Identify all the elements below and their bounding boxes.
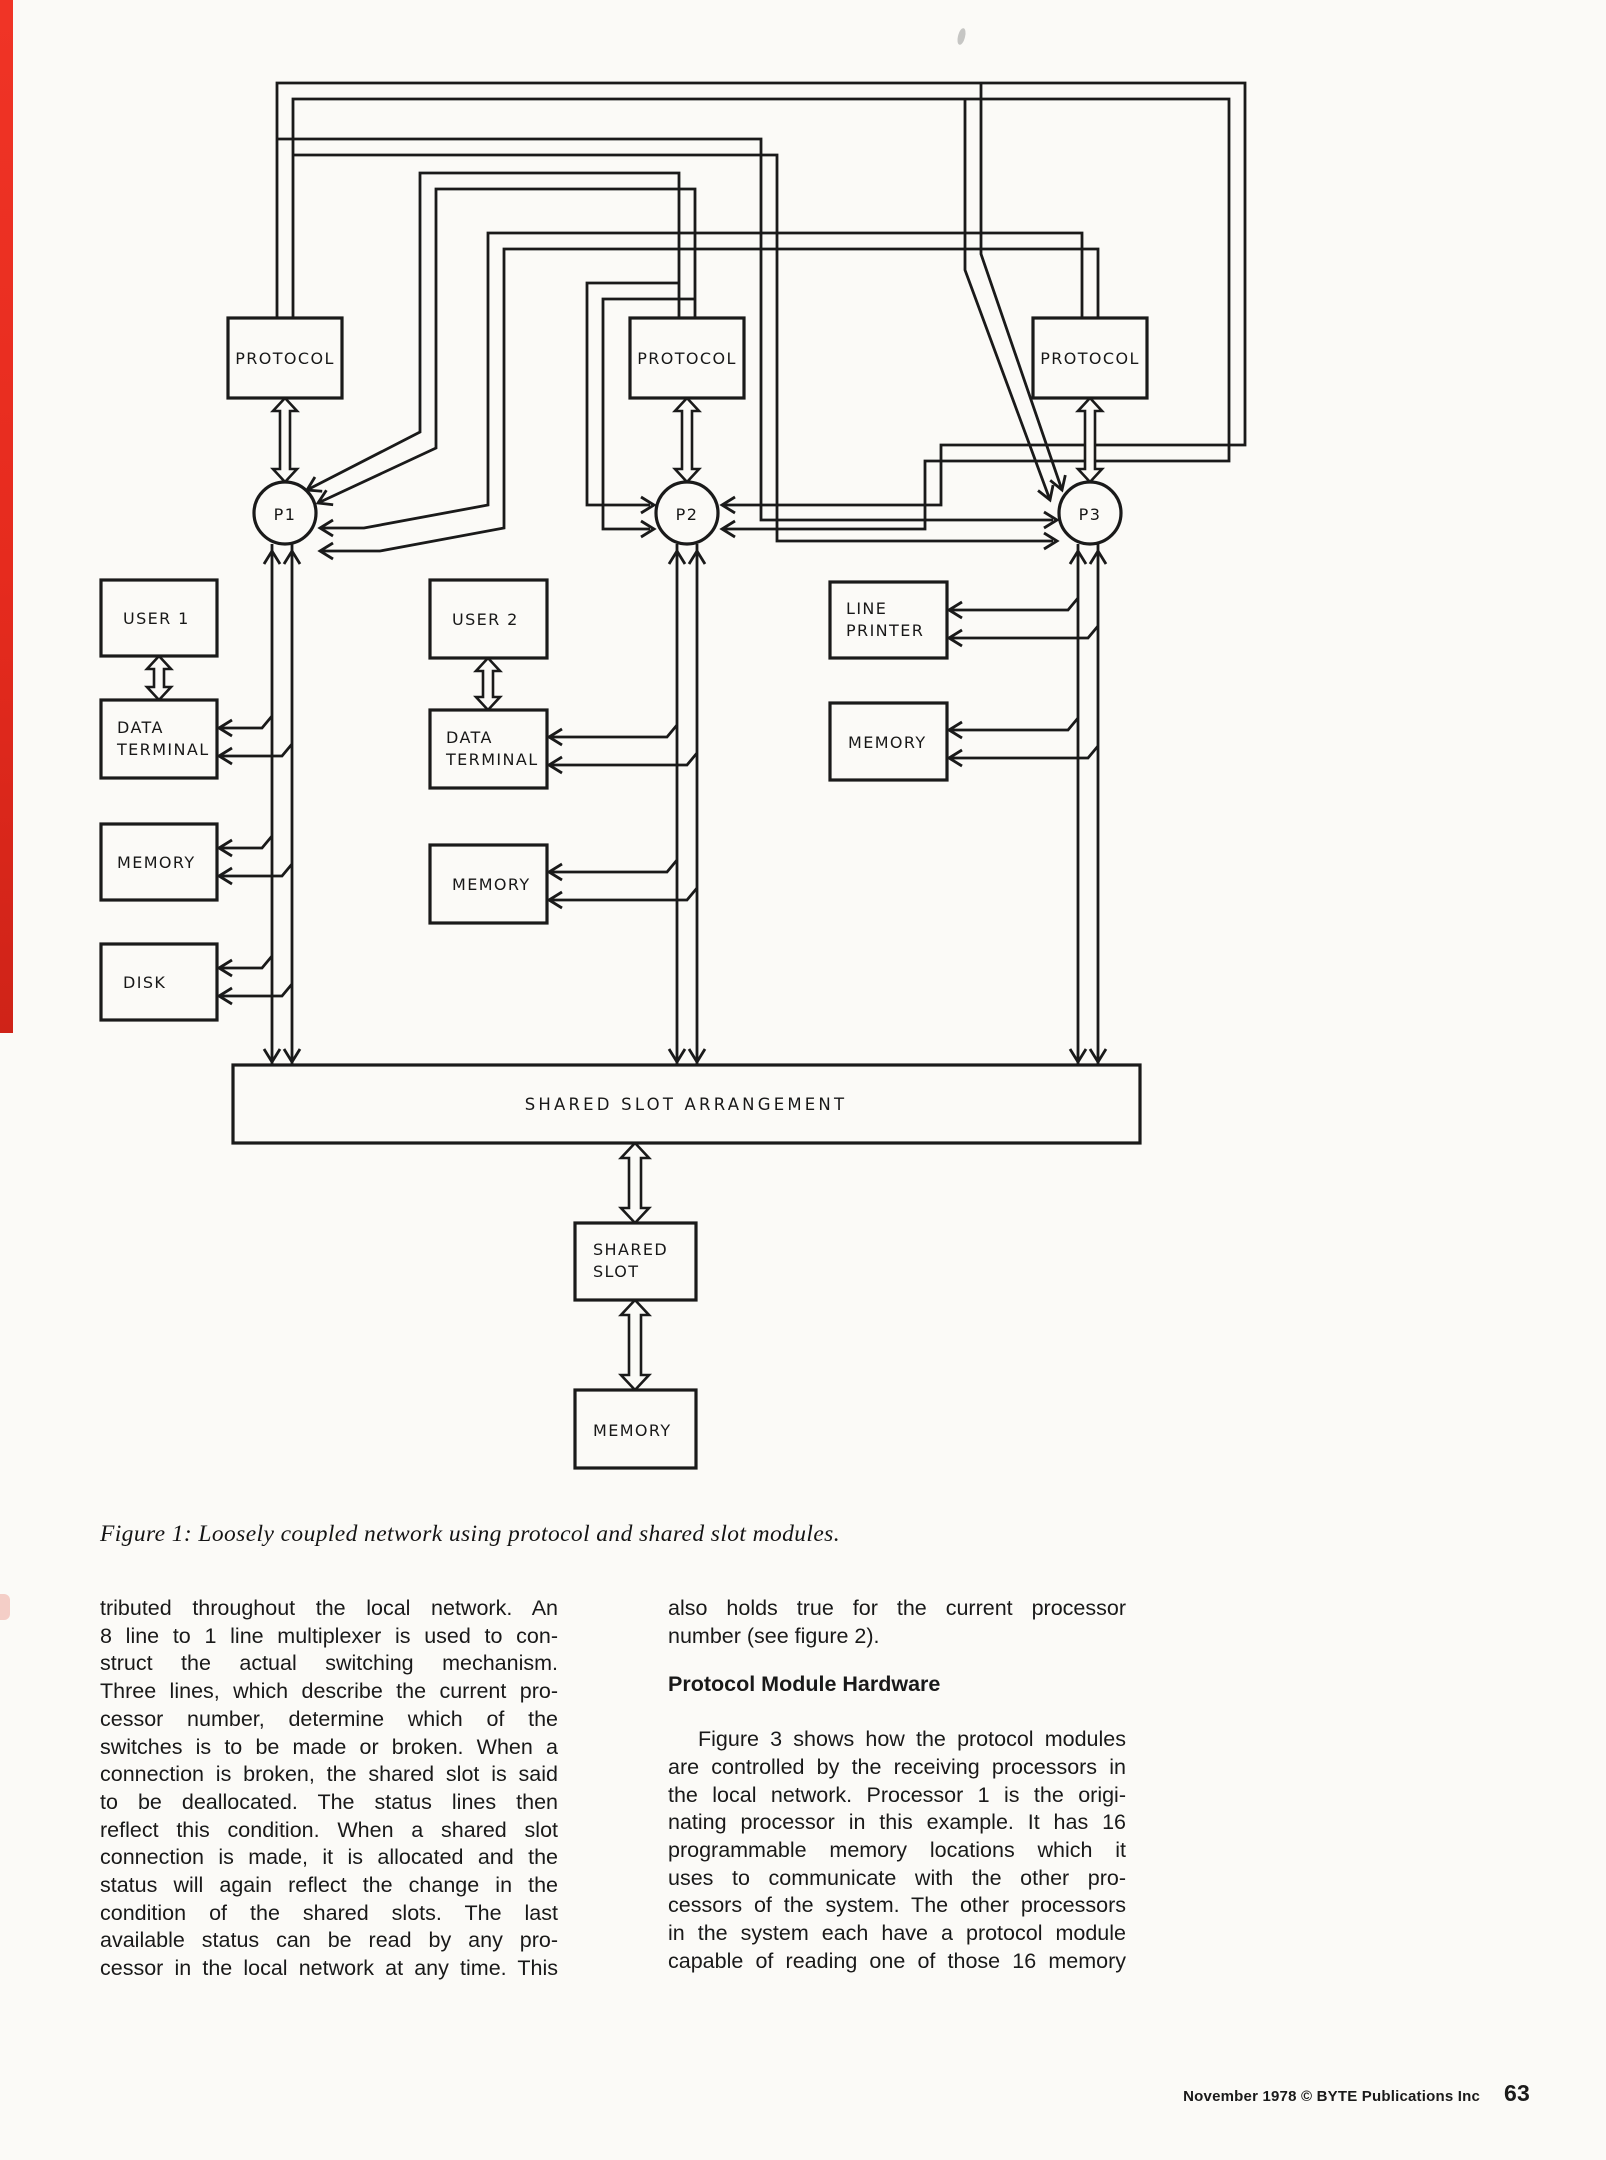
page-number: 63 — [1504, 2080, 1530, 2106]
footer-text: November 1978 © BYTE Publications Inc — [1183, 2088, 1481, 2105]
memory3-label: MEMORY — [848, 733, 927, 752]
text-line: 8 line to 1 line multiplexer is used to … — [100, 1623, 558, 1648]
text-line: cessors of the system. The other process… — [668, 1893, 1126, 1918]
shared-slot-label-1: SHARED — [593, 1240, 668, 1259]
page-footer: November 1978 © BYTE Publications Inc 63 — [0, 2080, 1530, 2107]
figure-1-diagram: PROTOCOL PROTOCOL PROTOCOL P1 P2 P3 USER… — [99, 81, 1247, 1470]
line-printer-label-1: LINE — [846, 599, 887, 618]
disk-box — [99, 942, 219, 1022]
shared-slot-arrangement-box — [231, 1063, 1142, 1145]
text-line: struct the actual switching mechanism. — [100, 1651, 558, 1676]
shared-slot-box — [573, 1221, 698, 1302]
text-line: capable of reading one of those 16 memor… — [668, 1948, 1126, 1973]
protocol3-label: PROTOCOL — [1040, 349, 1140, 368]
user1-label: USER 1 — [123, 609, 190, 628]
text-line: nating processor in this example. It has… — [668, 1810, 1126, 1835]
text-line: programmable memory locations which it — [668, 1837, 1126, 1862]
processor-buses — [262, 544, 1108, 1065]
arrow-protocol1-p1 — [270, 396, 300, 484]
text-line: condition of the shared slots. The last — [100, 1900, 558, 1925]
text-line: cessor number, determine which of the — [100, 1706, 558, 1731]
arrow-user1-terminal — [144, 654, 174, 702]
shared-slot-arrangement-label: SHARED SLOT ARRANGEMENT — [525, 1095, 847, 1114]
protocol2-label: PROTOCOL — [637, 349, 737, 368]
text-line: available status can be read by any pro- — [100, 1928, 558, 1953]
arrow-protocol2-p2 — [672, 396, 702, 484]
p1-label: P1 — [274, 505, 297, 524]
device-branch-arrows — [217, 597, 1100, 1006]
text-line: also holds true for the current processo… — [668, 1596, 1126, 1620]
text-line: uses to communicate with the other pro- — [668, 1865, 1126, 1890]
memory1-label: MEMORY — [117, 853, 196, 872]
line-printer-box — [828, 580, 949, 660]
p2-label: P2 — [676, 505, 699, 524]
processor-p3 — [1057, 480, 1123, 546]
protocol3-box — [1031, 316, 1149, 400]
line-printer-label-2: PRINTER — [846, 621, 924, 640]
right-paragraph-1: also holds true for the current processo… — [668, 1595, 1126, 1650]
disk-label: DISK — [123, 973, 166, 992]
text-line: Figure 3 shows how the protocol modules — [698, 1727, 1126, 1752]
p3-label: P3 — [1079, 505, 1102, 524]
text-line: status will again reflect the change in … — [100, 1873, 558, 1898]
page-edge-red-stripe — [0, 0, 13, 1033]
diagram-labels: PROTOCOL PROTOCOL PROTOCOL P1 P2 P3 USER… — [116, 349, 1140, 1440]
protocol2-box — [628, 316, 746, 400]
text-line: in the system each have a protocol modul… — [668, 1921, 1126, 1946]
data-terminal2-label-2: TERMINAL — [445, 750, 539, 769]
text-line: cessor in the local network at any time.… — [100, 1956, 558, 1981]
text-line: tributed throughout the local network. A… — [100, 1596, 558, 1620]
text-line: number (see figure 2). — [668, 1623, 880, 1648]
memory2-box — [428, 843, 549, 925]
text-line: are controlled by the receiving processo… — [668, 1754, 1126, 1779]
text-line: the local network. Processor 1 is the or… — [668, 1782, 1126, 1807]
data-terminal1-box — [99, 698, 219, 780]
section-heading: Protocol Module Hardware — [668, 1672, 941, 1697]
text-line: to be deallocated. The status lines then — [100, 1789, 558, 1814]
protocol1-label: PROTOCOL — [235, 349, 335, 368]
processor-p1 — [252, 480, 318, 546]
text-line: reflect this condition. When a shared sl… — [100, 1817, 558, 1842]
protocol1-box — [226, 316, 344, 400]
shared-slot-label-2: SLOT — [593, 1262, 639, 1281]
memory2-label: MEMORY — [452, 875, 531, 894]
user2-label: USER 2 — [452, 610, 519, 629]
scan-red-smudge — [0, 1594, 10, 1620]
double-arrows — [144, 396, 1105, 1392]
arrow-user2-terminal — [473, 656, 503, 712]
top-interconnect-buses — [275, 81, 1247, 561]
arrow-sharedslot-memory — [618, 1298, 652, 1392]
data-terminal2-box — [428, 708, 549, 790]
data-terminal1-label-1: DATA — [117, 718, 164, 737]
memory3-box — [828, 701, 949, 782]
data-terminal1-label-2: TERMINAL — [116, 740, 210, 759]
memory4-label: MEMORY — [593, 1421, 672, 1440]
arrow-ssa-sharedslot — [618, 1141, 652, 1225]
processor-p2 — [654, 480, 720, 546]
memory4-box — [573, 1388, 698, 1470]
diagram-nodes — [99, 316, 1149, 1470]
user2-box — [428, 578, 549, 660]
article-right-column: also holds true for the current processo… — [668, 1595, 1126, 1975]
text-line: connection is broken, the shared slot is… — [100, 1762, 558, 1787]
user1-box — [99, 578, 219, 658]
text-line: Three lines, which describe the current … — [100, 1679, 558, 1704]
text-line: connection is made, it is allocated and … — [100, 1845, 558, 1870]
data-terminal2-label-1: DATA — [446, 728, 493, 747]
arrow-protocol3-p3 — [1075, 396, 1105, 484]
figure-caption: Figure 1: Loosely coupled network using … — [100, 1521, 841, 1547]
text-line: switches is to be made or broken. When a — [100, 1734, 558, 1759]
article-left-column: tributed throughout the local network. A… — [100, 1595, 558, 1983]
memory1-box — [99, 822, 219, 902]
